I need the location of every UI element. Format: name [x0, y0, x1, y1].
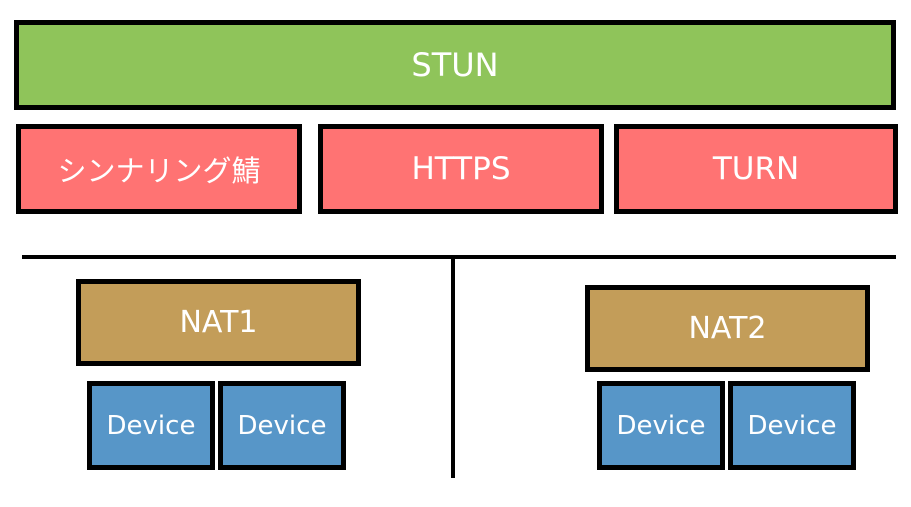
device-box: Device [87, 381, 215, 470]
https-box: HTTPS [318, 124, 604, 214]
device-box: Device [728, 381, 856, 470]
stun-box: STUN [14, 20, 896, 110]
network-divider-horizontal [22, 255, 896, 259]
device-box: Device [218, 381, 346, 470]
nat2-box: NAT2 [585, 285, 870, 372]
nat1-box: NAT1 [76, 279, 361, 366]
signaling-server-box: シンナリング鯖 [16, 124, 302, 214]
device-box: Device [597, 381, 725, 470]
turn-box: TURN [614, 124, 898, 214]
network-divider-vertical [451, 259, 455, 478]
